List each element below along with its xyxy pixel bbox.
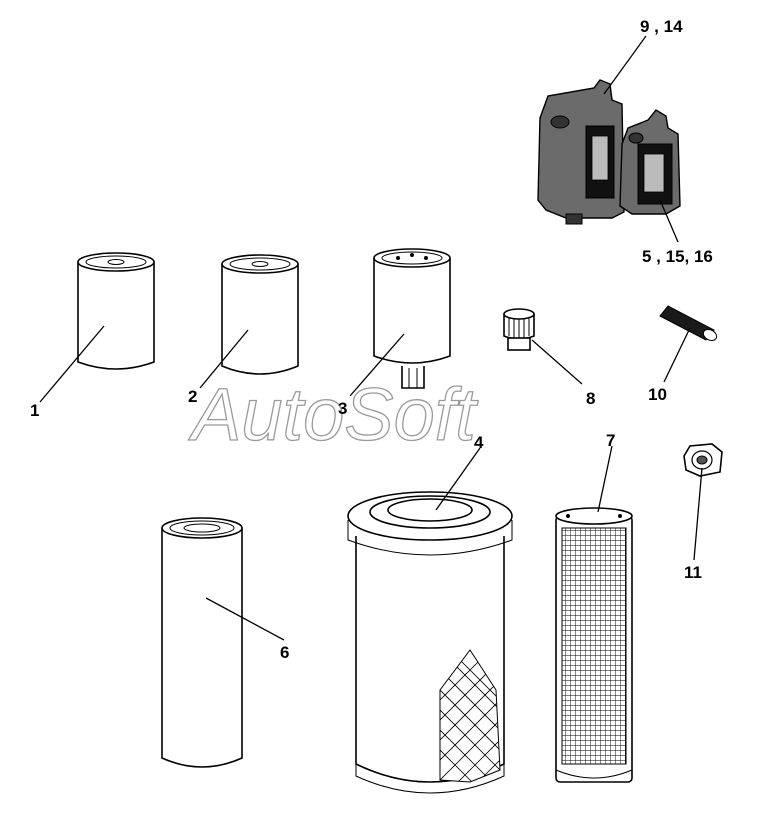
filter-1-icon (77, 252, 155, 370)
callout-1: 1 (30, 401, 39, 420)
leader-10 (663, 327, 691, 383)
callout-8: 8 (586, 389, 595, 408)
leader-4 (435, 447, 481, 511)
leader-1 (39, 325, 105, 403)
air-filter-4-icon (347, 491, 513, 794)
callout-7: 7 (606, 431, 615, 450)
filter-3-icon (373, 248, 451, 389)
oil-canister-large-icon (537, 79, 625, 225)
callout-10: 10 (648, 385, 667, 404)
rubber-hose-icon (659, 305, 718, 342)
leader-8 (531, 339, 583, 385)
callout-3: 3 (338, 399, 347, 418)
callout-2: 2 (188, 387, 197, 406)
leader-7 (597, 445, 613, 513)
callout-11: 11 (684, 563, 702, 582)
breather-cap-icon (503, 308, 535, 351)
watermark-text: AutoSoft (188, 373, 479, 456)
oil-canister-small-icon (619, 109, 681, 215)
leader-9 (603, 35, 647, 95)
leader-lines (39, 35, 703, 641)
drain-plug-icon (683, 443, 723, 477)
callout-6: 6 (280, 643, 289, 662)
filter-6-icon (161, 517, 243, 768)
leader-3 (349, 333, 405, 397)
callout-4: 4 (474, 433, 484, 452)
air-filter-7-icon (555, 507, 633, 783)
leader-11 (693, 467, 703, 561)
leader-6 (205, 597, 285, 641)
leader-2 (199, 329, 249, 389)
filter-2-icon (221, 254, 299, 375)
callout-9-14: 9 , 14 (640, 17, 683, 36)
leader-5 (659, 199, 679, 243)
callout-5-15-16: 5 , 15, 16 (642, 247, 713, 266)
